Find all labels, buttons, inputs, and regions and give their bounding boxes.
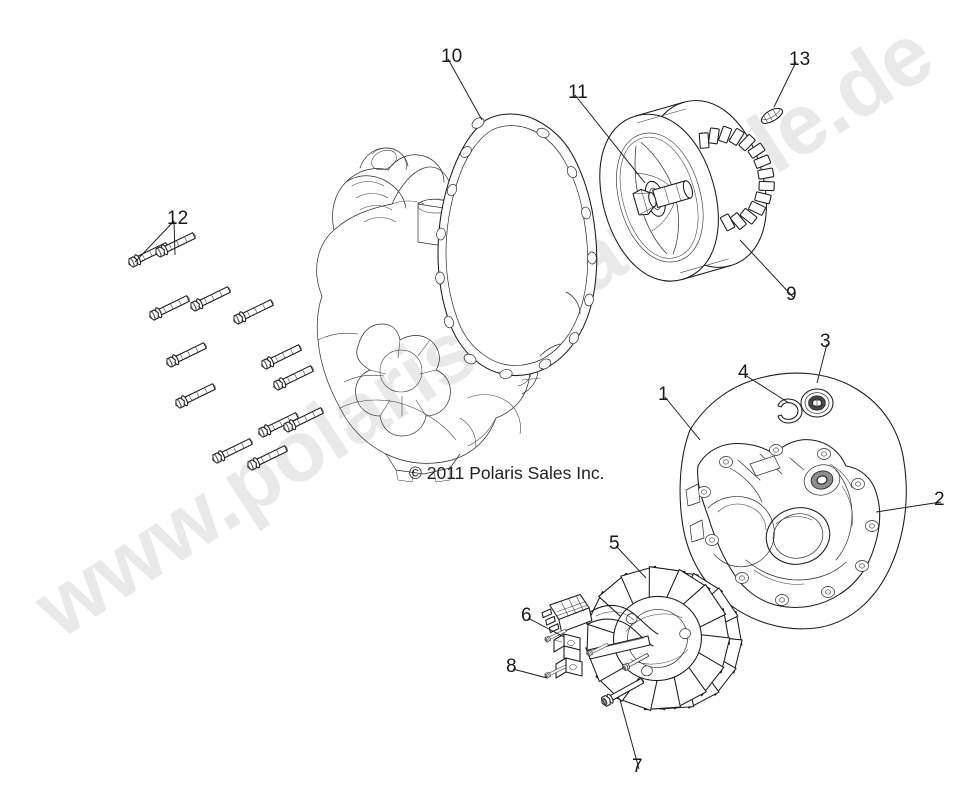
cover-bolt (146, 292, 192, 323)
woodruff-key-drawing (760, 107, 784, 124)
leader-line-9 (739, 239, 794, 298)
callout-8: 8 (506, 656, 517, 677)
leader-line-6 (527, 617, 565, 638)
flywheel-drawing (599, 100, 775, 282)
cover-bolt-set-drawing (125, 229, 326, 473)
crankcase-cover-drawing (685, 439, 881, 609)
callout-1: 1 (658, 384, 669, 405)
callout-3: 3 (820, 331, 831, 352)
cover-bolt (230, 296, 276, 327)
cover-bolt (258, 341, 304, 372)
snap-ring-drawing (777, 398, 803, 424)
cover-bolt (187, 283, 233, 314)
callout-11: 11 (568, 82, 588, 103)
callout-12: 12 (167, 208, 189, 229)
leader-line-5 (615, 545, 647, 579)
leader-line-11 (574, 94, 646, 184)
callout-13: 13 (789, 49, 811, 70)
stator-drawing (585, 565, 743, 711)
leader-line-3 (816, 343, 828, 384)
leader-line-1 (664, 396, 701, 441)
callout-4: 4 (738, 362, 749, 383)
cover-bolt (163, 339, 209, 370)
leader-line-12b (173, 220, 176, 256)
leader-line-10 (447, 58, 483, 121)
leader-line-4 (744, 374, 790, 404)
cover-bolt (209, 435, 255, 466)
wire-harness-bracket-drawing (541, 593, 659, 679)
leader-line-12 (134, 220, 175, 263)
callout-5: 5 (609, 533, 620, 554)
cover-bolt (270, 362, 316, 393)
callout-6: 6 (521, 605, 532, 626)
copyright-notice: © 2011 Polaris Sales Inc. (409, 463, 605, 483)
bearing-drawing (800, 388, 834, 418)
callout-10: 10 (441, 46, 463, 67)
leader-lines (134, 58, 942, 770)
leader-line-7 (619, 699, 640, 770)
callout-9: 9 (786, 284, 797, 305)
callout-7: 7 (632, 756, 643, 777)
leader-line-2 (875, 501, 942, 513)
crankcase-cover-outline-drawing (679, 372, 907, 630)
cover-bolt (244, 442, 290, 473)
cover-bolt (172, 380, 218, 411)
leader-line-13 (773, 61, 797, 108)
cover-gasket-drawing (435, 113, 598, 379)
callout-2: 2 (934, 489, 945, 510)
leader-line-8 (512, 668, 548, 679)
